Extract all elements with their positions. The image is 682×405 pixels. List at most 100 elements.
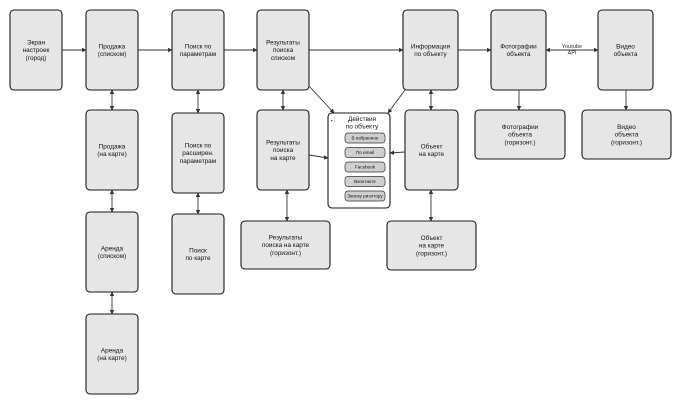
node-photos-h-box (474, 109, 566, 160)
node-results-map-h-box (240, 220, 331, 270)
edge-objmap-actions (389, 150, 406, 155)
node-actions-title-line: Действия (348, 115, 377, 123)
node-search-params-label-line: параметрам (180, 51, 216, 58)
node-object-info-label-line: Информация (411, 43, 451, 50)
node-rent-map-label-line: Аренда (101, 347, 124, 354)
node-sale-list[interactable]: Продажа(списком) (85, 9, 139, 91)
node-object-map-h-label-line: на карте (419, 243, 445, 250)
node-photos-box (490, 9, 547, 91)
action-button-box (344, 147, 386, 158)
node-search-ext-label-line: параметрам (180, 158, 216, 165)
node-sale-map-box (85, 109, 139, 191)
node-video-h-label-line: Видео (617, 124, 636, 131)
node-object-info-box (402, 9, 459, 91)
action-button-box (344, 190, 386, 202)
node-video-label-line: Видео (616, 43, 635, 50)
node-video-h-label-line: объекта (615, 131, 639, 139)
node-video-h-box (581, 109, 672, 160)
action-button-1[interactable]: По email (344, 147, 386, 158)
node-object-info-label-line: по объекту (414, 50, 447, 58)
youtube-api-label-line: Youtube (562, 44, 582, 50)
node-rent-map-label-line: (на карте) (97, 355, 126, 362)
node-search-ext-box (171, 112, 225, 194)
action-button-0[interactable]: В избранное (344, 132, 386, 144)
node-settings-label-line: настроек (23, 47, 50, 54)
node-settings-label-line: Экран (27, 40, 45, 47)
edge-info-actions (387, 89, 406, 114)
action-button-box (344, 161, 386, 173)
node-search-map-label-line: Поиск (189, 247, 207, 254)
node-rent-map-box (85, 313, 139, 395)
action-button-box (344, 176, 386, 187)
nodes-layer: Экраннастроек(город)Продажа(списком)Прод… (9, 9, 672, 395)
node-results-map-label-line: поиска (273, 147, 294, 154)
node-search-params-label-line: Поиск по (185, 43, 212, 50)
node-results-map-h-label-line: (горизонт.) (270, 250, 301, 257)
node-rent-list[interactable]: Аренда(списком) (85, 211, 139, 293)
node-settings-label-line: (город) (26, 55, 47, 62)
node-search-ext-label-line: расширен. (182, 150, 214, 157)
node-object-map-box (404, 109, 459, 191)
node-settings-box (9, 9, 63, 91)
action-button-3[interactable]: Вконтакте (344, 176, 386, 187)
node-results-map-h-label-line: Результаты (269, 235, 303, 242)
node-sale-list-label-line: (списком) (98, 51, 127, 58)
node-sale-map[interactable]: Продажа(на карте) (85, 109, 139, 191)
node-object-map-h-label-line: (горизонт.) (416, 250, 447, 257)
node-object-map-h-label-line: Объект (421, 234, 443, 242)
node-results-map-label-line: Результаты (266, 140, 300, 147)
action-button-label: Вконтакте (354, 179, 376, 184)
node-rent-list-label-line: Аренда (101, 245, 124, 252)
node-photos-h-label-line: Фотографии (502, 124, 539, 131)
edge-results-map-actions (308, 154, 329, 160)
node-object-map-label-line: Объект (421, 142, 443, 150)
node-results-list-box (256, 9, 310, 91)
node-rent-list-label-line: (списком) (98, 253, 127, 260)
action-button-label: В избранное (352, 136, 379, 141)
action-button-label: Facebook (355, 165, 376, 170)
node-rent-list-box (85, 211, 139, 293)
action-button-label: Звонку риэлтору (347, 194, 383, 199)
node-search-map-label-line: по карте (185, 255, 211, 262)
node-results-map-box (256, 109, 310, 191)
node-results-list-label-line: Результаты (266, 40, 300, 47)
node-rent-map[interactable]: Аренда(на карте) (85, 313, 139, 395)
node-search-ext-label-line: Поиск по (185, 143, 212, 150)
edge-results-list-actions (308, 85, 335, 114)
youtube-api-label-line: API (567, 51, 576, 57)
node-sale-map-label-line: Продажа (99, 143, 126, 150)
node-photos-h-label-line: (горизонт.) (504, 139, 535, 146)
actions-menu-icon: ▪⋮ (331, 118, 337, 123)
node-object-map-label-line: на карте (419, 151, 445, 158)
action-button-box (344, 132, 386, 144)
node-results-list-label-line: поиска (273, 47, 294, 54)
node-video-box (597, 9, 654, 91)
node-object-map-h-box (386, 220, 477, 271)
node-sale-list-label-line: Продажа (99, 43, 126, 50)
node-sale-map-label-line: (на карте) (97, 151, 126, 158)
node-photos-h-label-line: объекта (508, 131, 532, 139)
node-video-h-label-line: (горизонт.) (611, 139, 642, 146)
action-button-4[interactable]: Звонку риэлтору (344, 190, 386, 202)
node-video-label-line: объекта (614, 50, 638, 58)
action-button-2[interactable]: Facebook (344, 161, 386, 173)
node-results-map-h-label-line: поиска на карте (262, 242, 310, 249)
node-sale-list-box (85, 9, 139, 91)
